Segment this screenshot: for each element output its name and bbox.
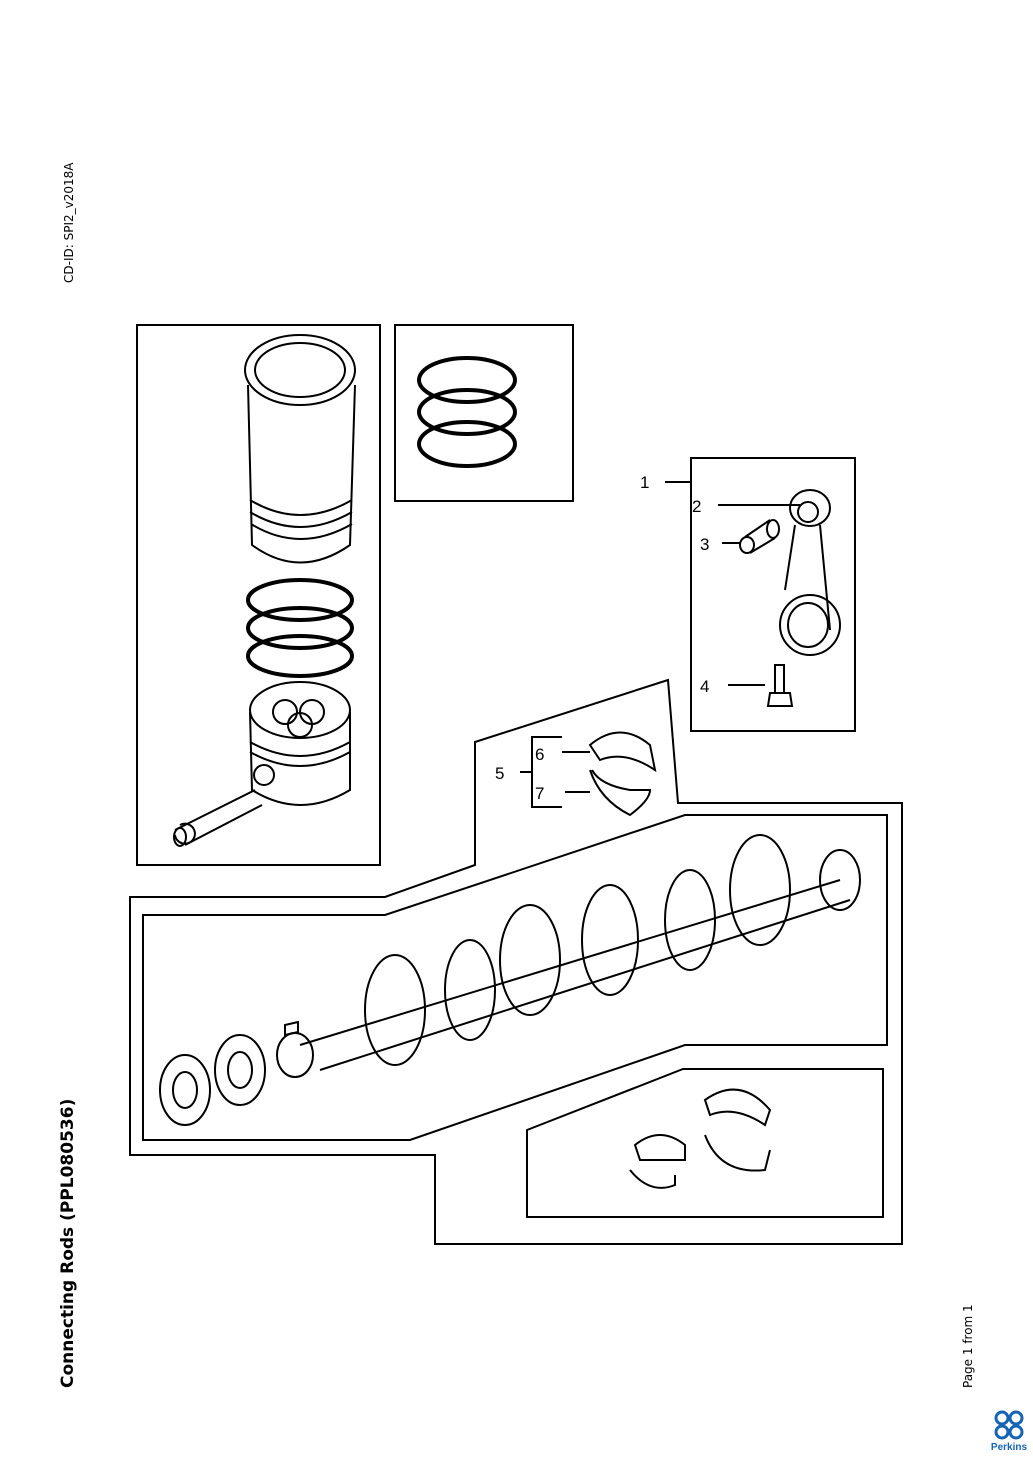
cylinder-liner (244, 334, 356, 564)
main-bearings-box (526, 1068, 884, 1218)
callout-7: 7 (535, 784, 544, 803)
piston (249, 681, 351, 806)
crankshaft-assembly-outline (129, 678, 903, 1245)
bracket-5 (520, 736, 590, 808)
main-bearing-shells (629, 1088, 772, 1189)
callout-5: 5 (495, 764, 504, 783)
timing-gears (159, 1020, 299, 1126)
perkins-emblem-icon (994, 1410, 1024, 1440)
crankshaft (276, 834, 861, 1078)
callout-1: 1 (640, 473, 649, 492)
conrod-bearing-shells (588, 731, 657, 817)
connecting-rod-box (690, 457, 856, 732)
callout-6: 6 (535, 745, 544, 764)
liner-piston-box (136, 324, 381, 866)
connecting-rod-bolt (766, 664, 794, 707)
callout-3: 3 (700, 535, 709, 554)
piston-pin-bush (739, 519, 780, 554)
perkins-logo: Perkins (985, 1410, 1033, 1453)
piston-rings-box (394, 324, 574, 502)
callout-2: 2 (692, 497, 701, 516)
brand-name: Perkins (990, 1442, 1028, 1453)
liner-seal-rings (246, 578, 354, 678)
piston-pin-and-circlip (173, 789, 263, 847)
piston-rings (417, 356, 517, 468)
connecting-rod (779, 489, 841, 656)
crankshaft-box (142, 814, 888, 1141)
callout-4: 4 (700, 677, 709, 696)
